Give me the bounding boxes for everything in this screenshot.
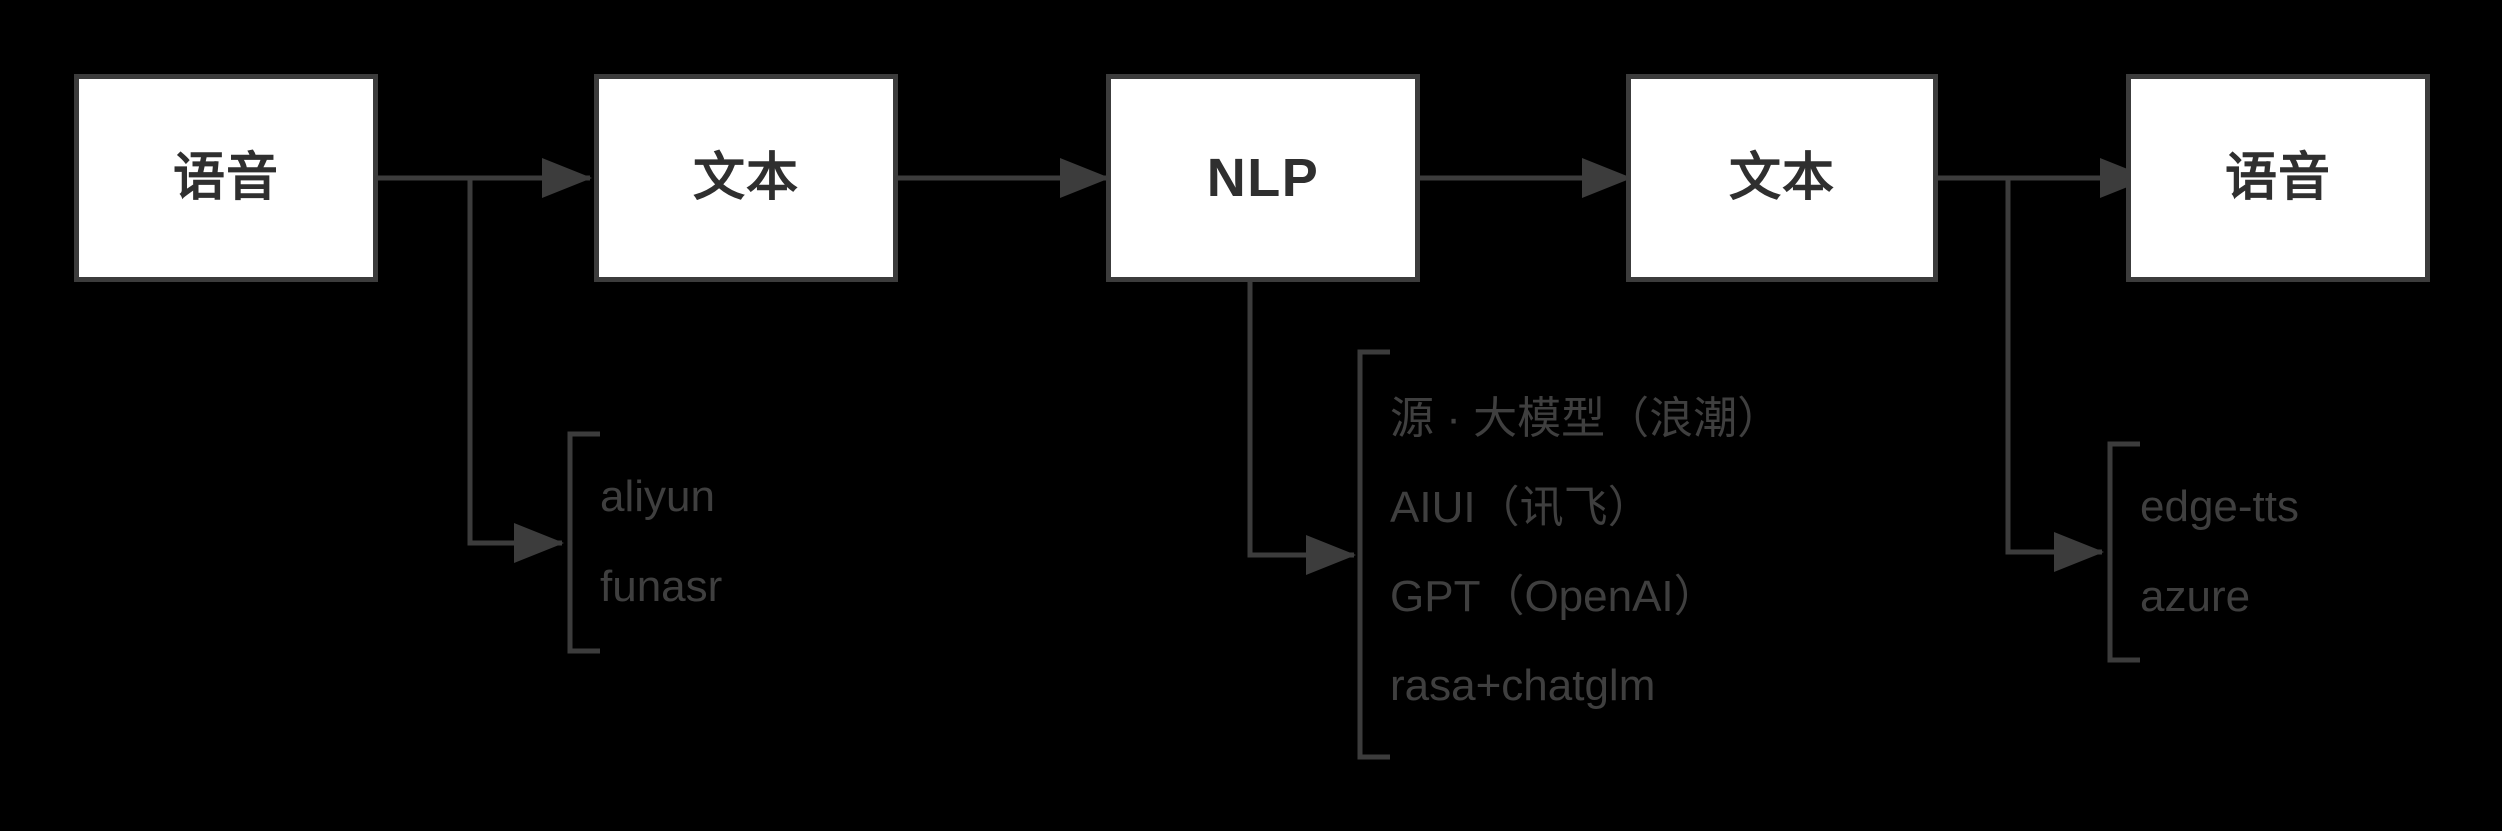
- bracket-nlp-options: [1357, 349, 1390, 760]
- option-item-yuan-llm[interactable]: 源 · 大模型（浪潮）: [1390, 394, 1782, 444]
- node-speech-out-label: 语音: [2224, 149, 2331, 207]
- node-text-out[interactable]: 文本: [1626, 74, 1938, 282]
- branch-speech-in-to-asr-options: [467, 178, 564, 563]
- node-text-in-label: 文本: [692, 149, 799, 207]
- node-speech-in-label: 语音: [172, 149, 279, 207]
- node-nlp-label: NLP: [1206, 148, 1320, 208]
- option-item-gpt[interactable]: GPT（OpenAI）: [1390, 571, 1718, 621]
- option-item-edge-tts[interactable]: edge-tts: [2140, 482, 2299, 531]
- node-text-in[interactable]: 文本: [594, 74, 898, 282]
- option-group-nlp: 源 · 大模型（浪潮） AIUI（讯飞） GPT（OpenAI） rasa+ch…: [1390, 375, 2050, 730]
- option-item-aiui[interactable]: AIUI（讯飞）: [1390, 483, 1652, 533]
- node-text-out-label: 文本: [1728, 149, 1835, 207]
- node-speech-out[interactable]: 语音: [2126, 74, 2430, 282]
- option-group-asr: aliyun funasr: [600, 452, 930, 632]
- bracket-tts-options: [2107, 441, 2140, 663]
- option-group-tts: edge-tts azure: [2140, 462, 2470, 642]
- option-item-funasr[interactable]: funasr: [600, 562, 723, 611]
- node-speech-in[interactable]: 语音: [74, 74, 378, 282]
- option-item-aliyun[interactable]: aliyun: [600, 472, 715, 521]
- node-nlp[interactable]: NLP: [1106, 74, 1420, 282]
- bracket-asr-options: [567, 431, 600, 654]
- option-item-rasa-chatglm[interactable]: rasa+chatglm: [1390, 660, 1656, 710]
- option-item-azure[interactable]: azure: [2140, 572, 2251, 621]
